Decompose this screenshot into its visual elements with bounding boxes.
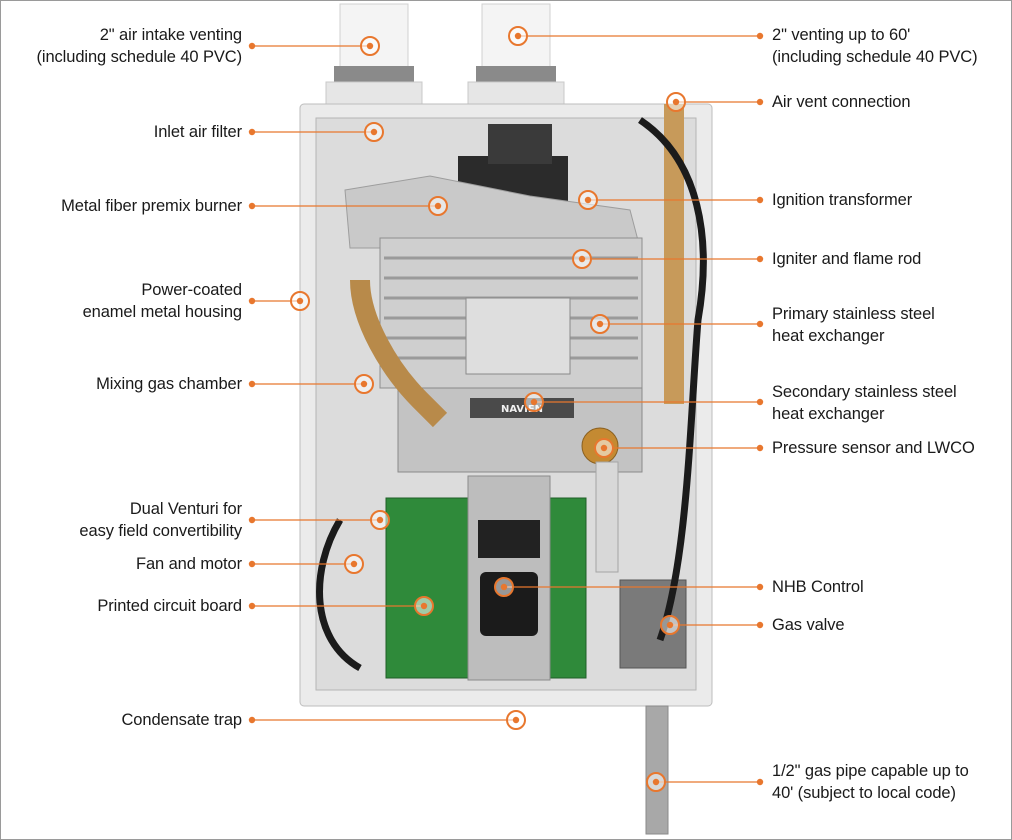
callout-marker-center-fan-motor: [350, 560, 358, 568]
label-ignition-transformer: Ignition transformer: [772, 191, 913, 209]
callout-marker-center-gas-pipe: [652, 778, 660, 786]
label-primary-hx: Primary stainless steel heat exchanger: [772, 305, 935, 345]
label-housing: Power-coated enamel metal housing: [82, 281, 243, 321]
leader-dot-gas-valve: [756, 621, 764, 629]
label-pressure-sensor: Pressure sensor and LWCO: [772, 439, 975, 457]
label-gas-pipe: 1/2" gas pipe capable up to 40' (subject…: [772, 762, 969, 802]
label-pcb: Printed circuit board: [97, 597, 242, 615]
label-venting: 2" venting up to 60' (including schedule…: [772, 26, 978, 66]
label-inlet-air-filter: Inlet air filter: [153, 123, 242, 141]
callout-marker-center-nhb-control: [500, 583, 508, 591]
leader-dot-dual-venturi: [248, 516, 256, 524]
callout-marker-center-air-intake: [366, 42, 374, 50]
label-mixing-gas-chamber: Mixing gas chamber: [96, 375, 242, 393]
label-metal-fiber-burner: Metal fiber premix burner: [61, 197, 242, 215]
callout-marker-center-housing: [296, 297, 304, 305]
leader-dot-mixing-gas-chamber: [248, 380, 256, 388]
callout-marker-center-metal-fiber-burner: [434, 202, 442, 210]
label-igniter: Igniter and flame rod: [772, 250, 922, 268]
leader-dot-ignition-transformer: [756, 196, 764, 204]
callout-marker-center-dual-venturi: [376, 516, 384, 524]
label-nhb-control: NHB Control: [772, 578, 864, 596]
leader-dot-primary-hx: [756, 320, 764, 328]
leader-dot-air-vent: [756, 98, 764, 106]
label-air-intake: 2" air intake venting (including schedul…: [36, 26, 243, 66]
leader-dot-gas-pipe: [756, 778, 764, 786]
leader-dot-air-intake: [248, 42, 256, 50]
callout-marker-center-gas-valve: [666, 621, 674, 629]
leader-dot-nhb-control: [756, 583, 764, 591]
label-fan-motor: Fan and motor: [135, 555, 242, 573]
brand-logo: NAVIEN: [501, 404, 543, 415]
leader-dot-venting: [756, 32, 764, 40]
control-board-shape: [385, 475, 687, 681]
wiring: [316, 117, 707, 672]
air-filter-shape: [488, 124, 552, 164]
label-secondary-hx: Secondary stainless steel heat exchanger: [772, 383, 957, 423]
copper-pipes: [350, 104, 684, 835]
callout-marker-center-air-vent: [672, 98, 680, 106]
callout-marker-center-ignition-transformer: [584, 196, 592, 204]
callout-marker-center-igniter: [578, 255, 586, 263]
callout-marker-center-mixing-gas-chamber: [360, 380, 368, 388]
callout-marker-center-inlet-air-filter: [370, 128, 378, 136]
leader-dot-igniter: [756, 255, 764, 263]
callout-marker-center-primary-hx: [596, 320, 604, 328]
callout-marker-center-venting: [514, 32, 522, 40]
leader-dot-secondary-hx: [756, 398, 764, 406]
vent-pipes: [325, 3, 565, 107]
leader-dot-fan-motor: [248, 560, 256, 568]
callout-marker-center-secondary-hx: [530, 398, 538, 406]
label-gas-valve: Gas valve: [772, 616, 845, 634]
leader-dot-pressure-sensor: [756, 444, 764, 452]
leader-dot-metal-fiber-burner: [248, 202, 256, 210]
leader-dot-inlet-air-filter: [248, 128, 256, 136]
label-condensate-trap: Condensate trap: [121, 711, 242, 729]
callout-marker-center-pcb: [420, 602, 428, 610]
label-dual-venturi: Dual Venturi for easy field convertibili…: [79, 500, 242, 540]
label-air-vent: Air vent connection: [772, 93, 911, 111]
callout-marker-center-condensate-trap: [512, 716, 520, 724]
callout-leaders: [248, 26, 764, 792]
leader-dot-housing: [248, 297, 256, 305]
callout-marker-center-pressure-sensor: [600, 444, 608, 452]
leader-dot-condensate-trap: [248, 716, 256, 724]
leader-dot-pcb: [248, 602, 256, 610]
burner-shape: [344, 175, 641, 249]
